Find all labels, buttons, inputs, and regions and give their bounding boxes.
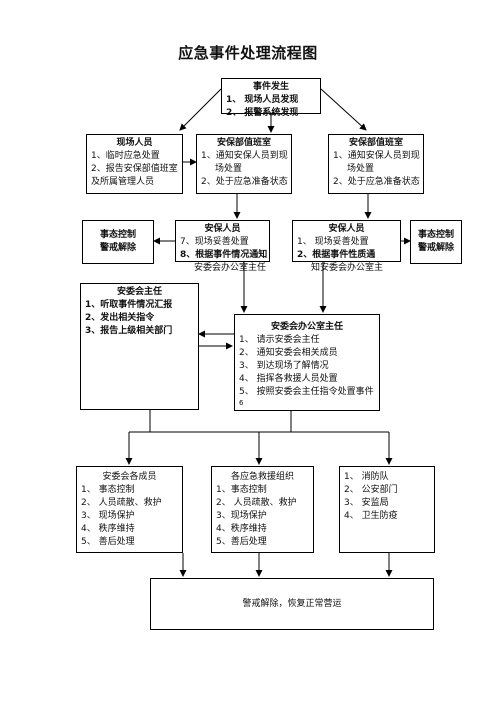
guard-left-box: 安保人员 7、现场妥善处置 8、根据事件情况通知 安委会办公室主任 [175, 220, 270, 273]
committee-director-item: 3、报告上级相关部门 [85, 326, 173, 336]
duty-room-left-item: 2、处于应急准备状态 [201, 177, 288, 187]
committee-director-item: 2、发出相关指令 [85, 313, 155, 323]
guard-right-item: 2、根据事件性质通 [297, 250, 376, 260]
duty-room-left-item: 1、通知安保人员到现 [201, 151, 288, 161]
control-left-line: 警戒解除 [99, 243, 136, 253]
duty-room-left-item: 场处置 [215, 164, 243, 174]
committee-members-item: 5、 善后处理 [81, 537, 135, 547]
rescue-orgs-item: 3、现场保护 [216, 511, 267, 521]
onsite-staff-head: 现场人员 [116, 138, 153, 148]
external-agencies-item: 1、 消防队 [344, 472, 389, 482]
committee-members-item: 3、 现场保护 [81, 511, 135, 521]
committee-members-item: 1、 事态控制 [81, 485, 135, 495]
guard-right-head: 安保人员 [328, 224, 365, 234]
onsite-staff-box: 现场人员 1、临时应急处置 2、报告安保部值班室 及所属管理人员 [86, 134, 183, 194]
external-agencies-item: 3、 安监局 [344, 498, 389, 508]
committee-director-item: 1、听取事件情况汇报 [85, 300, 173, 310]
committee-director-box: 安委会主任 1、听取事件情况汇报 2、发出相关指令 3、报告上级相关部门 [80, 283, 199, 410]
committee-office-item: 5、 按照安委会主任指令处置事件 [239, 387, 374, 397]
committee-office-item: 2、 通知安委会相关成员 [239, 348, 338, 358]
arrow-start-to-onsite [179, 88, 222, 131]
committee-members-head: 安委会各成员 [102, 472, 157, 482]
committee-office-item: 1、 请示安委会主任 [239, 335, 320, 345]
arrow-start-to-duty-right [320, 88, 367, 131]
duty-room-right-head: 安保部值班室 [348, 138, 403, 148]
committee-office-item: 6 [239, 399, 244, 407]
duty-room-right-item: 2、处于应急准备状态 [333, 177, 420, 187]
duty-room-left-box: 安保部值班室 1、通知安保人员到现 场处置 2、处于应急准备状态 [196, 134, 292, 194]
duty-room-right-item: 场处置 [347, 164, 375, 174]
external-agencies-box: 1、 消防队 2、 公安部门 3、 安监局 4、 卫生防疫 [339, 466, 435, 553]
external-agencies-item: 4、 卫生防疫 [344, 511, 398, 521]
guard-left-item: 7、现场妥善处置 [180, 237, 249, 247]
end-box: 警戒解除，恢复正常营运 [150, 578, 434, 630]
rescue-orgs-head: 各应急救援组织 [230, 472, 294, 482]
committee-director-head: 安委会主任 [116, 287, 162, 297]
event-start-item: 1、 现场人员发现 [226, 95, 299, 105]
duty-room-right-item: 1、通知安保人员到现 [333, 151, 420, 161]
control-right-line: 事态控制 [417, 230, 454, 240]
guard-right-item: 知安委会办公室主 [311, 263, 384, 273]
guard-left-item: 8、根据事件情况通知 [180, 250, 268, 260]
onsite-staff-item: 2、报告安保部值班室 [91, 164, 178, 174]
rescue-orgs-item: 4、秩序维持 [216, 524, 267, 534]
control-right-line: 警戒解除 [417, 243, 454, 253]
control-left-box: 事态控制 警戒解除 [82, 220, 154, 264]
committee-office-head: 安委会办公室主任 [270, 322, 343, 332]
rescue-orgs-item: 2、 人员疏散、救护 [216, 498, 297, 508]
guard-left-head: 安保人员 [204, 224, 241, 234]
onsite-staff-item: 及所属管理人员 [91, 177, 155, 187]
end-text: 警戒解除，恢复正常营运 [242, 599, 342, 609]
event-start-item: 2、 报警系统发现 [226, 108, 299, 118]
rescue-orgs-item: 5、善后处理 [216, 537, 267, 547]
guard-right-item: 1、 现场妥善处置 [297, 237, 369, 247]
guard-right-box: 安保人员 1、 现场妥善处置 2、根据事件性质通 知安委会办公室主 [292, 220, 401, 273]
onsite-staff-item: 1、临时应急处置 [91, 151, 160, 161]
committee-members-item: 2、 人员疏散、救护 [81, 498, 162, 508]
event-start-box: 事件发生 1、 现场人员发现 2、 报警系统发现 [221, 78, 321, 118]
event-start-head: 事件发生 [252, 82, 289, 92]
guard-left-item: 安委会办公室主任 [194, 263, 267, 273]
committee-office-box: 安委会办公室主任 1、 请示安委会主任 2、 通知安委会相关成员 3、 到达现场… [234, 314, 380, 411]
rescue-orgs-item: 1、事态控制 [216, 485, 267, 495]
control-left-line: 事态控制 [99, 230, 136, 240]
committee-office-item: 4、 指挥各救援人员处置 [239, 374, 338, 384]
committee-members-box: 安委会各成员 1、 事态控制 2、 人员疏散、救护 3、 现场保护 4、 秩序维… [76, 466, 183, 553]
external-agencies-item: 2、 公安部门 [344, 485, 398, 495]
committee-members-item: 4、 秩序维持 [81, 524, 135, 534]
chart-title: 应急事件处理流程图 [178, 44, 318, 62]
rescue-orgs-box: 各应急救援组织 1、事态控制 2、 人员疏散、救护 3、现场保护 4、秩序维持 … [211, 466, 314, 553]
duty-room-right-box: 安保部值班室 1、通知安保人员到现 场处置 2、处于应急准备状态 [328, 134, 424, 194]
duty-room-left-head: 安保部值班室 [216, 138, 271, 148]
control-right-box: 事态控制 警戒解除 [410, 220, 462, 264]
committee-office-item: 3、 到达现场了解情况 [239, 361, 329, 371]
